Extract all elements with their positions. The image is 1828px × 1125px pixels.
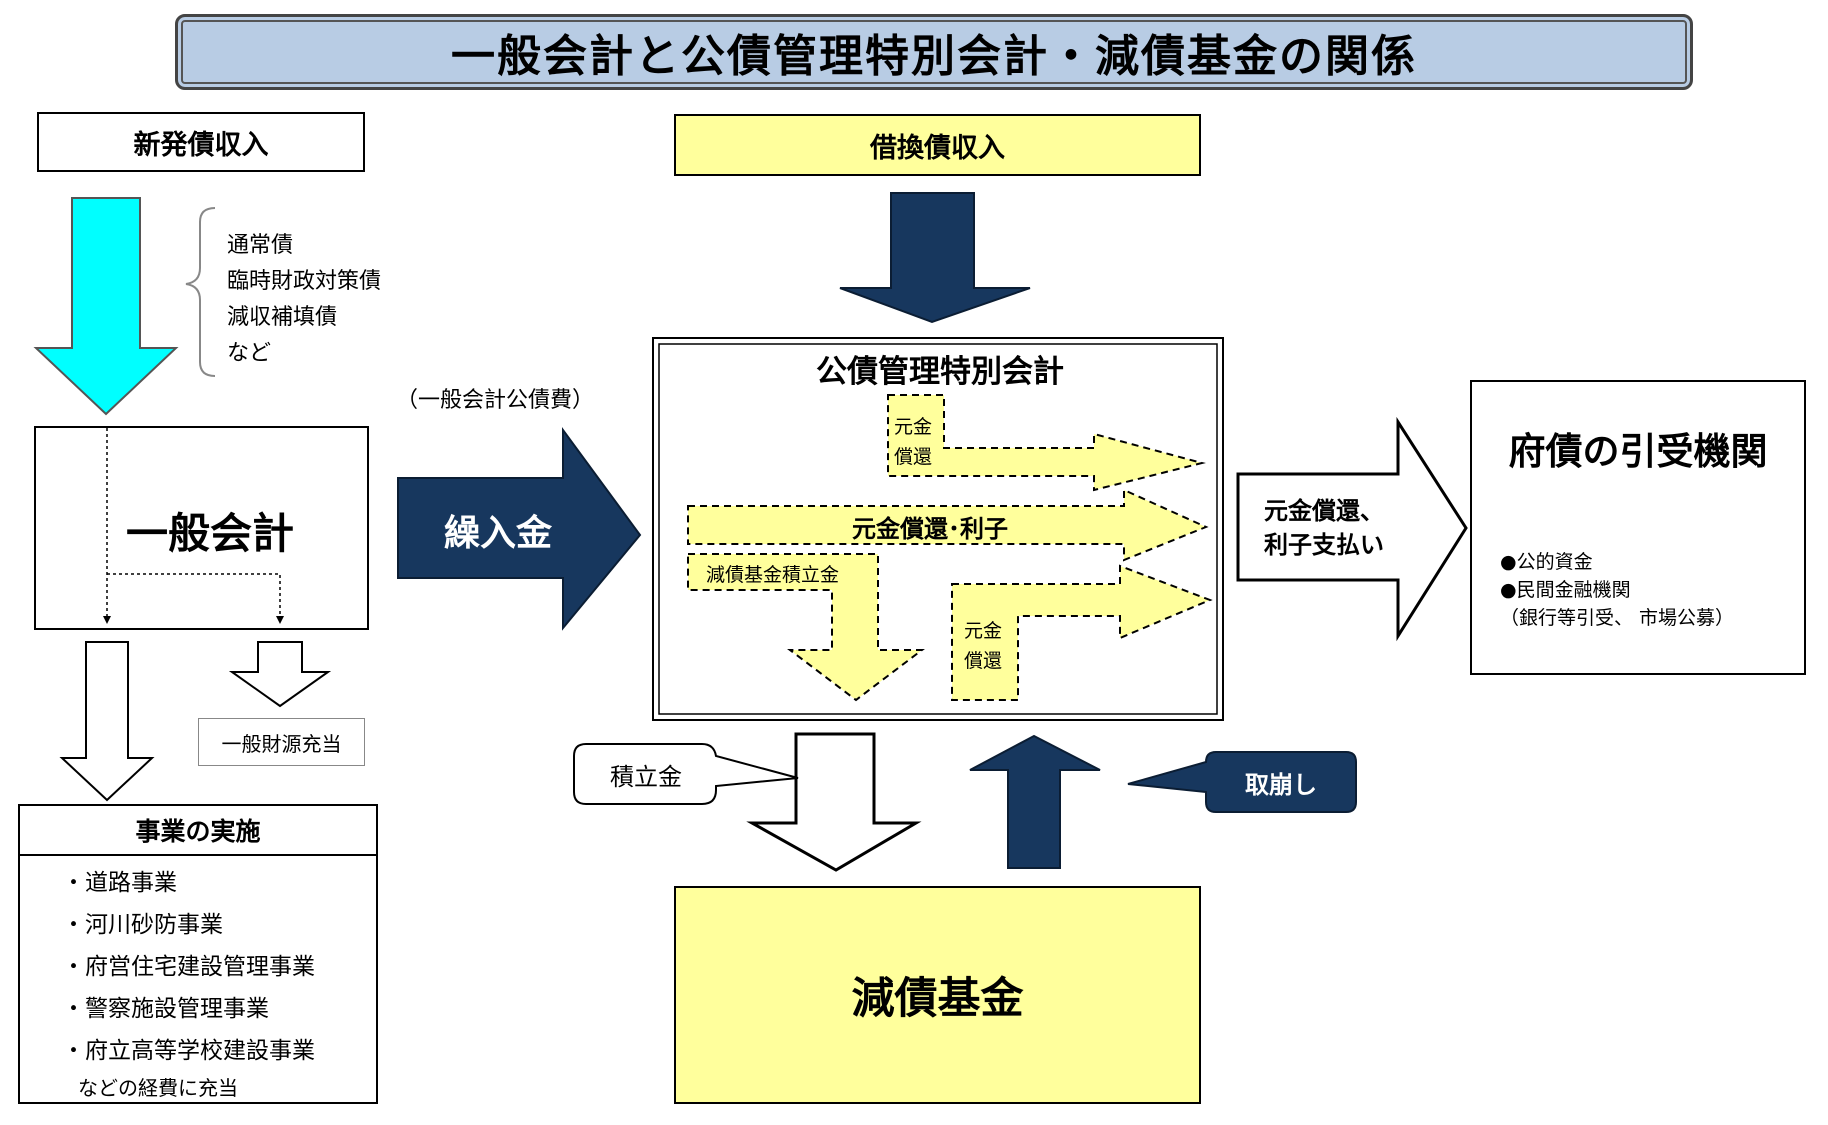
principal-bottom-arrow [951, 564, 1213, 701]
underwriter-item: ●民間金融機関 [1500, 579, 1631, 601]
underwriters-list: ●公的資金 ●民間金融機関 （銀行等引受、 市場公募） [1500, 548, 1734, 632]
transfer-arrow [397, 426, 642, 631]
refinancing-arrow [839, 192, 1031, 324]
payment-line: 元金償還、 [1264, 497, 1384, 525]
projects-list: ・道路事業 ・河川砂防事業 ・府営住宅建設管理事業 ・警察施設管理事業 ・府立高… [20, 856, 376, 1072]
projects-box: 事業の実施 ・道路事業 ・河川砂防事業 ・府営住宅建設管理事業 ・警察施設管理事… [18, 804, 378, 1104]
project-item: ・府営住宅建設管理事業 [62, 954, 315, 980]
reserve-callout: 積立金 [610, 762, 682, 791]
special-account-title: 公債管理特別会計 [816, 353, 1064, 390]
principal-top-arrow [887, 394, 1206, 492]
payment-label: 元金償還、 利子支払い [1264, 494, 1384, 562]
sinking-reserve-label: 減債基金積立金 [706, 564, 840, 586]
new-issue-revenue-box: 新発債収入 [37, 112, 365, 172]
withdraw-arrow [969, 734, 1101, 869]
principal-bottom-label: 元金 償還 [964, 616, 1002, 676]
principal-interest-label: 元金償還･利子 [852, 514, 1008, 543]
to-general-funds-arrow [228, 641, 332, 708]
withdraw-callout-shape [1127, 751, 1357, 813]
project-item: ・道路事業 [62, 870, 177, 896]
underwriter-item: （銀行等引受、 市場公募） [1500, 607, 1735, 629]
reserve-arrow [746, 732, 922, 872]
bond-type-item: など [227, 341, 272, 366]
principal-top-line: 元金 [894, 416, 933, 438]
general-funds-box: 一般財源充当 [198, 718, 365, 766]
bond-type-list: 通常債 臨時財政対策債 減収補填債 など [227, 228, 381, 372]
project-item: ・警察施設管理事業 [62, 996, 269, 1022]
new-issue-arrow [33, 197, 179, 416]
project-item: ・河川砂防事業 [62, 912, 223, 938]
to-projects-arrow [59, 641, 155, 802]
brace-icon [185, 207, 216, 377]
general-account-label: 一般会計 [110, 500, 310, 560]
bond-type-item: 減収補填債 [227, 305, 338, 330]
underwriters-box: 府債の引受機関 [1470, 380, 1806, 675]
principal-bottom-line: 償還 [964, 650, 1003, 672]
payment-arrow [1236, 416, 1468, 642]
principal-top-line: 償還 [894, 446, 933, 468]
principal-interest-arrow [687, 488, 1209, 562]
transfer-label: 繰入金 [443, 513, 552, 554]
payment-line: 利子支払い [1264, 531, 1384, 559]
withdraw-callout: 取崩し [1245, 770, 1317, 799]
general-account-box [34, 426, 369, 630]
project-item: ・府立高等学校建設事業 [62, 1038, 315, 1064]
projects-footer: などの経費に充当 [78, 1076, 238, 1100]
principal-top-label: 元金 償還 [894, 412, 932, 472]
sinking-reserve-arrow [687, 553, 925, 702]
underwriter-item: ●公的資金 [1500, 551, 1593, 573]
bond-type-item: 通常債 [227, 233, 294, 258]
projects-header: 事業の実施 [20, 806, 376, 856]
sinking-fund-box: 減債基金 [674, 886, 1201, 1104]
page-title: 一般会計と公債管理特別会計・減債基金の関係 [175, 14, 1693, 90]
reserve-callout-shape [573, 743, 799, 805]
refinancing-revenue-box: 借換債収入 [674, 114, 1201, 176]
principal-bottom-line: 元金 [964, 620, 1003, 642]
bond-type-item: 臨時財政対策債 [227, 269, 382, 294]
transfer-note: （一般会計公債費） [396, 388, 595, 413]
underwriters-label: 府債の引受機関 [1508, 430, 1768, 473]
